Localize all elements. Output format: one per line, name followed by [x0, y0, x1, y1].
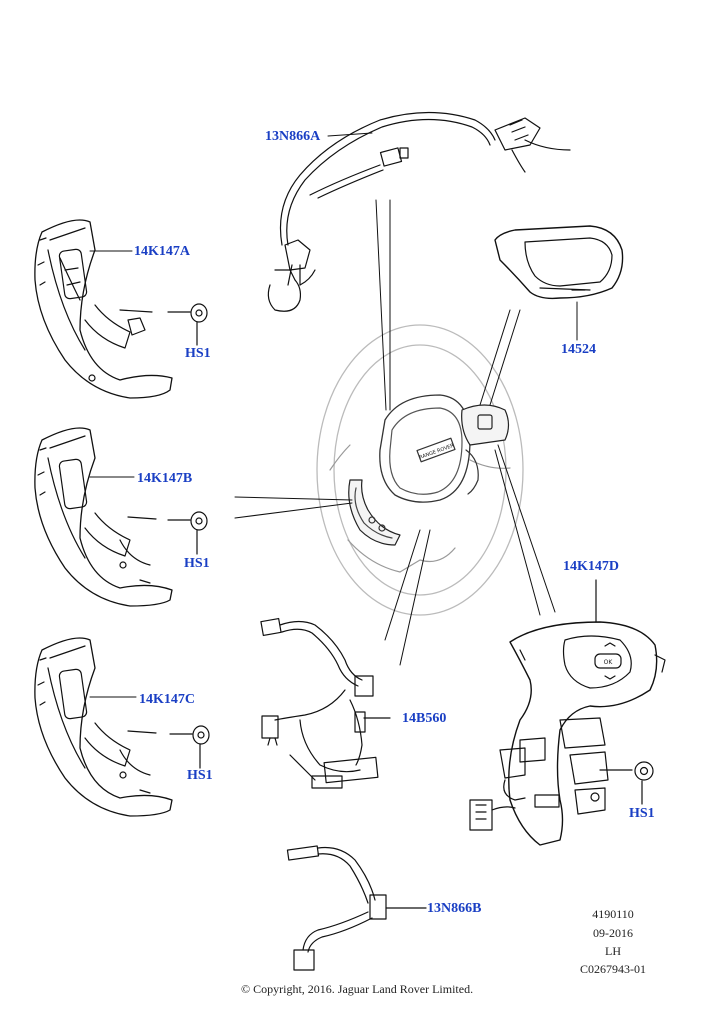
harness-14b560	[260, 617, 391, 789]
harness-13n866b	[286, 845, 427, 971]
drawing-number: 4190110	[592, 907, 634, 921]
harness-13n866a	[267, 111, 571, 312]
bezel-14524	[494, 225, 624, 300]
steering-wheel: RANGE ROVER	[316, 324, 524, 616]
screws-left	[167, 303, 210, 769]
label-14k147a: 14K147A	[134, 244, 190, 259]
switch-d-ok-button: OK	[604, 659, 614, 666]
switch-14k147b	[34, 427, 173, 607]
label-13n866a: 13N866A	[265, 129, 321, 144]
label-hs1-b: HS1	[184, 556, 210, 571]
label-hs1-d: HS1	[629, 806, 655, 821]
drawing-date: 09-2016	[593, 926, 633, 940]
label-14k147c: 14K147C	[139, 692, 195, 707]
drawing-code: C0267943-01	[580, 962, 646, 976]
label-14524: 14524	[561, 342, 596, 357]
drawing-side: LH	[605, 944, 621, 958]
label-hs1-c: HS1	[187, 768, 213, 783]
leader-lines	[234, 199, 556, 666]
switch-14k147d: OK	[469, 579, 666, 846]
copyright-notice: © Copyright, 2016. Jaguar Land Rover Lim…	[241, 982, 474, 996]
switch-14k147c	[34, 637, 173, 817]
switch-14k147a	[34, 219, 173, 399]
label-hs1-a: HS1	[185, 346, 211, 361]
label-14k147d: 14K147D	[563, 559, 619, 574]
label-14k147b: 14K147B	[137, 471, 193, 486]
callout-leaders	[89, 132, 578, 698]
label-13n866b: 13N866B	[427, 901, 482, 916]
label-14b560: 14B560	[402, 711, 447, 726]
